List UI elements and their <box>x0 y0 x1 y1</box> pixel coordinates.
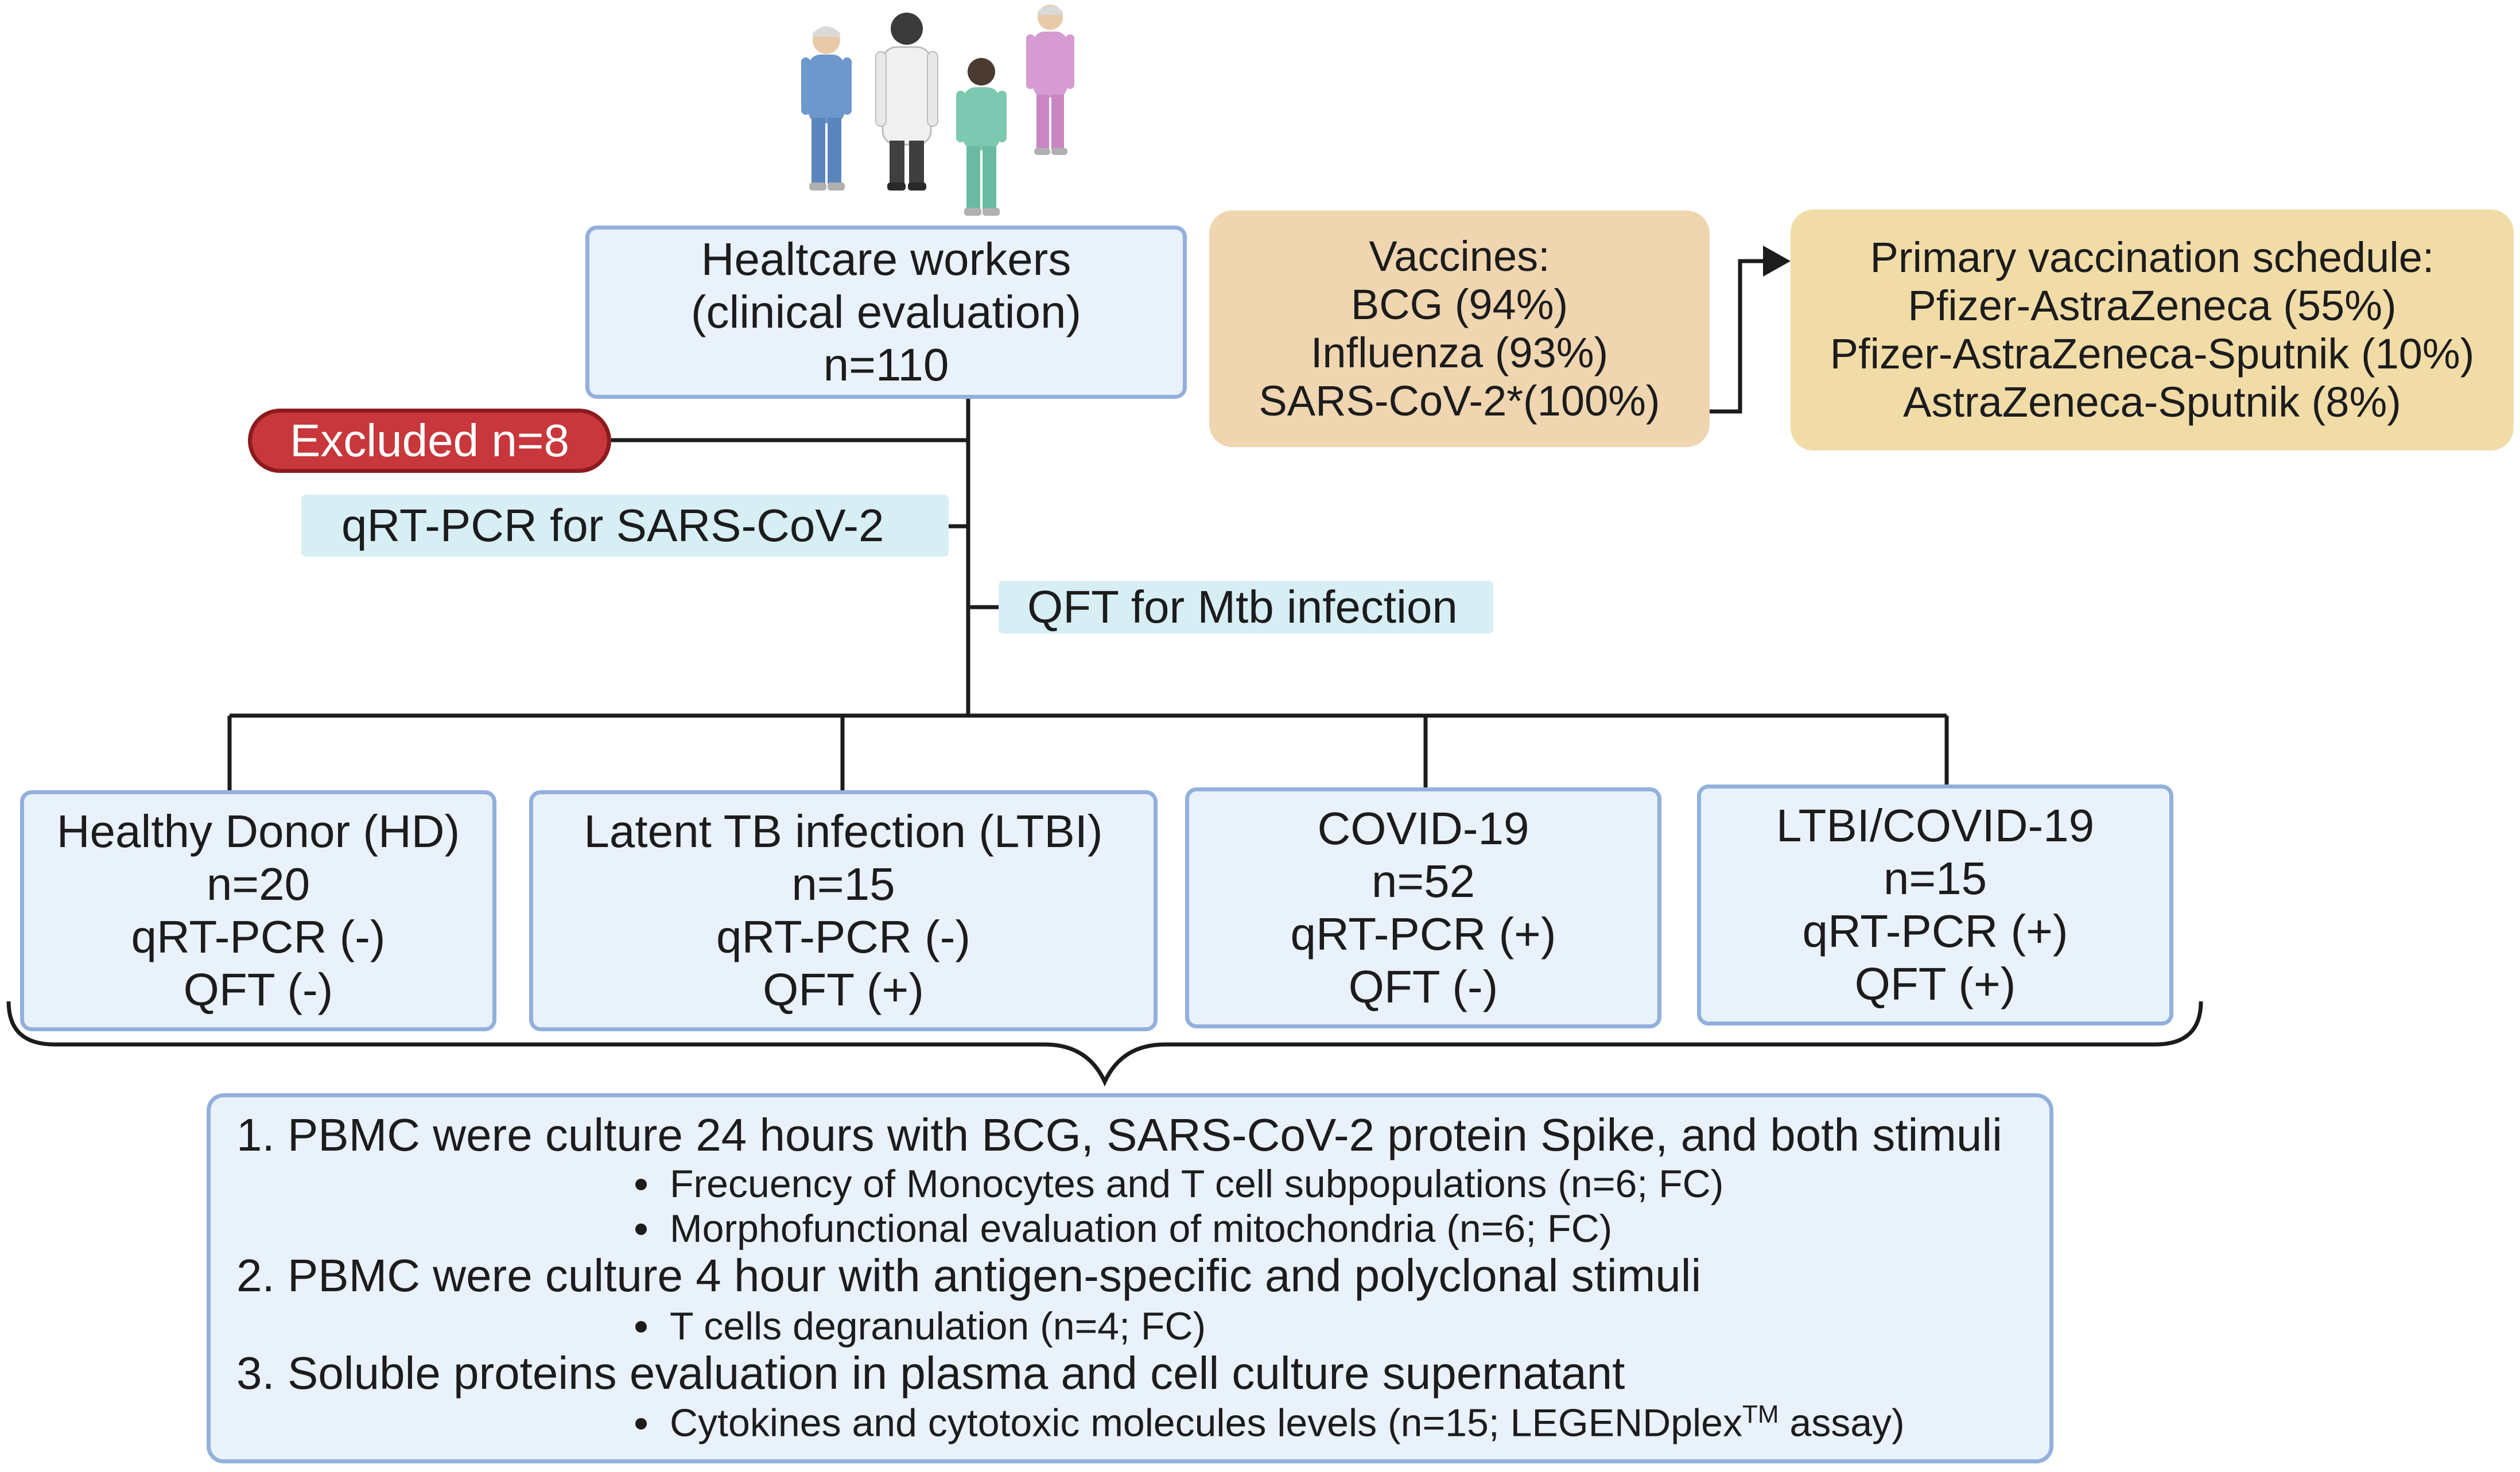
healthcare-workers-illustration <box>801 5 1074 216</box>
excluded-badge: Excluded n=8 <box>248 409 611 473</box>
group-name: COVID-19 <box>1317 803 1529 854</box>
group-count: n=15 <box>791 859 895 910</box>
method-step-2-bullet-1: T cells degranulation (n=4; FC) <box>635 1304 1206 1349</box>
group-pcr: qRT-PCR (-) <box>716 911 970 962</box>
group-name: Healthy Donor (HD) <box>56 806 460 857</box>
group-box-healthy-donor: Healthy Donor (HD) n=20 qRT-PCR (-) QFT … <box>20 790 496 1031</box>
group-pcr: qRT-PCR (-) <box>131 911 386 962</box>
methods-box: 1. PBMC were culture 24 hours with BCG, … <box>207 1093 2053 1463</box>
group-qft: QFT (-) <box>183 964 333 1015</box>
vaccination-schedule-box: Primary vaccination schedule: Pfizer-Ast… <box>1791 209 2514 450</box>
qft-tag: QFT for Mtb infection <box>999 581 1493 634</box>
group-qft: QFT (-) <box>1348 961 1498 1012</box>
method-step-3: 3. Soluble proteins evaluation in plasma… <box>236 1347 1625 1399</box>
method-step-1-bullet-2: Morphofunctional evaluation of mitochond… <box>635 1206 1612 1251</box>
root-subtitle: (clinical evaluation) <box>690 286 1082 337</box>
method-step-1: 1. PBMC were culture 24 hours with BCG, … <box>236 1109 2002 1160</box>
method-step-2: 2. PBMC were culture 4 hour with antigen… <box>236 1250 1702 1301</box>
method-step-1-bullet-1: Frecuency of Monocytes and T cell subpop… <box>635 1162 1723 1206</box>
group-pcr: qRT-PCR (+) <box>1802 906 2068 957</box>
group-name: LTBI/COVID-19 <box>1776 800 2095 851</box>
group-count: n=52 <box>1371 856 1475 907</box>
schedule-item-3: AstraZeneca-Sputnik (8%) <box>1903 378 2401 426</box>
group-count: n=20 <box>206 859 310 910</box>
doctor-blue-icon <box>801 26 852 191</box>
schedule-item-2: Pfizer-AstraZeneca-Sputnik (10%) <box>1830 330 2475 378</box>
group-qft: QFT (+) <box>763 964 924 1015</box>
vaccine-influenza: Influenza (93%) <box>1310 329 1609 376</box>
vaccine-sars-cov-2: SARS-CoV-2*(100%) <box>1259 377 1660 425</box>
group-box-ltbi: Latent TB infection (LTBI) n=15 qRT-PCR … <box>529 790 1158 1031</box>
root-title: Healtcare workers <box>701 234 1071 285</box>
group-box-covid19: COVID-19 n=52 qRT-PCR (+) QFT (-) <box>1185 787 1661 1028</box>
schedule-item-1: Pfizer-AstraZeneca (55%) <box>1908 282 2397 329</box>
root-count: n=110 <box>823 339 949 390</box>
healthcare-workers-box: Healtcare workers (clinical evaluation) … <box>585 226 1187 399</box>
group-pcr: qRT-PCR (+) <box>1290 908 1556 960</box>
vaccines-box: Vaccines: BCG (94%) Influenza (93%) SARS… <box>1209 211 1710 447</box>
group-box-ltbi-covid19: LTBI/COVID-19 n=15 qRT-PCR (+) QFT (+) <box>1697 784 2173 1026</box>
group-name: Latent TB infection (LTBI) <box>584 806 1103 857</box>
vaccines-title: Vaccines: <box>1369 232 1550 280</box>
doctor-white-coat-icon <box>875 13 938 191</box>
doctor-green-icon <box>956 58 1007 216</box>
group-qft: QFT (+) <box>1854 958 2016 1009</box>
method-step-3-bullet-1: Cytokines and cytotoxic molecules levels… <box>635 1400 1905 1446</box>
group-count: n=15 <box>1883 853 1987 904</box>
qrt-pcr-tag: qRT-PCR for SARS-CoV-2 <box>301 495 949 557</box>
vaccine-bcg: BCG (94%) <box>1350 281 1568 328</box>
schedule-title: Primary vaccination schedule: <box>1870 234 2434 281</box>
doctor-pink-icon <box>1026 5 1074 155</box>
